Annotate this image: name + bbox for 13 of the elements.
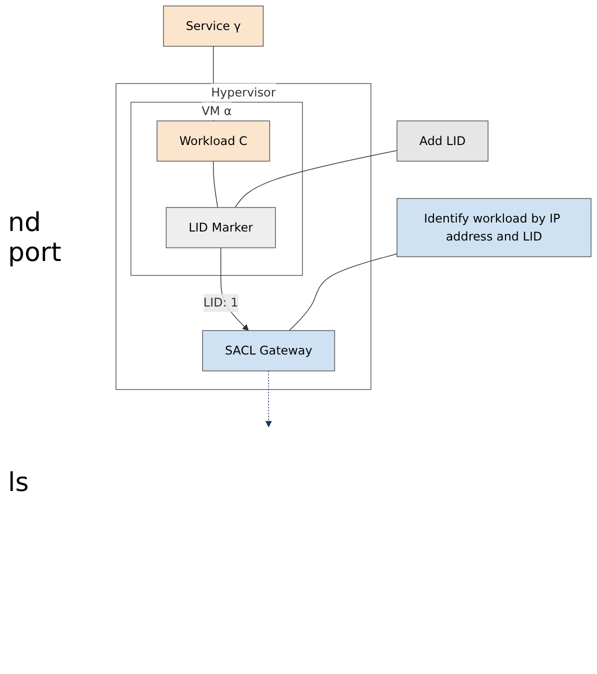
node-box: Workload C bbox=[156, 120, 270, 162]
node-box: Add LID bbox=[396, 120, 488, 162]
node-box: LID Marker bbox=[166, 207, 276, 248]
connector bbox=[234, 150, 398, 208]
node-box: Identify workload by IP address and LID bbox=[396, 198, 592, 258]
node-box: SACL Gateway bbox=[202, 330, 336, 372]
slide-text-fragment: ls bbox=[8, 468, 30, 498]
slide-text-fragment: nd port bbox=[8, 208, 62, 268]
edge-label: LID: 1 bbox=[203, 296, 238, 310]
connector bbox=[212, 160, 218, 208]
node-box: Service γ bbox=[163, 6, 264, 47]
arrow bbox=[265, 370, 272, 428]
connector bbox=[288, 253, 398, 331]
